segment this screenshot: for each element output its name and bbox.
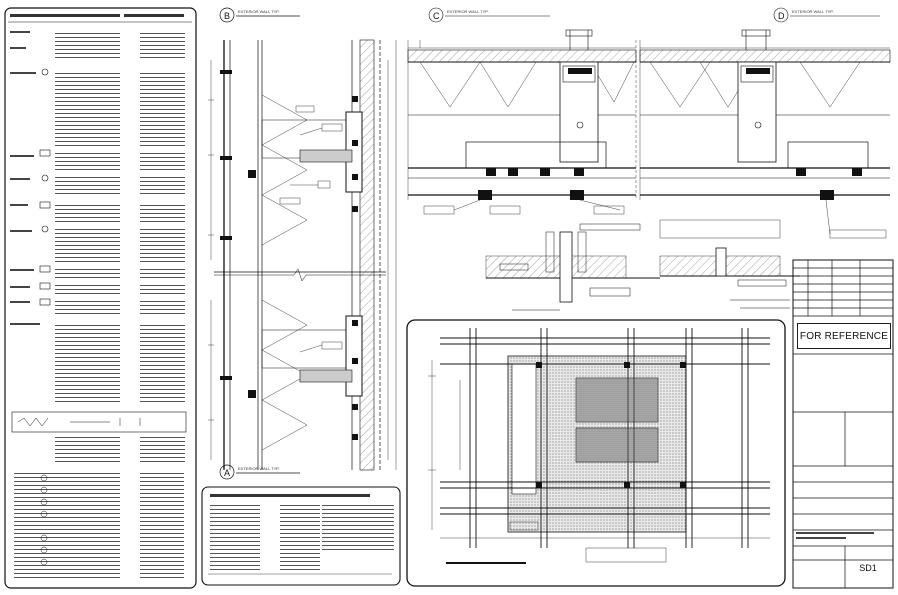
detail-c-plan: C EXTERIOR WALL TYP. [407, 7, 637, 215]
for-reference-stamp: FOR REFERENCE [797, 323, 891, 349]
detail-b-title: EXTERIOR WALL TYP. [238, 9, 280, 14]
detail-c-marker [428, 7, 444, 23]
svg-text:A: A [224, 468, 230, 478]
panel-elevation [406, 319, 786, 587]
detail-b-section: B EXTERIOR WALL TYP. [208, 7, 397, 471]
detail-d-plan: D EXTERIOR WALL TYP. [639, 7, 891, 239]
detail-a-marker [219, 464, 235, 480]
detail-b-marker [219, 7, 235, 23]
detail-d-title: EXTERIOR WALL TYP. [792, 9, 834, 14]
title-block [792, 259, 894, 589]
detail-c-title: EXTERIOR WALL TYP. [447, 9, 489, 14]
detail-a-title: EXTERIOR WALL TYP. [238, 466, 280, 471]
svg-text:C: C [433, 11, 440, 21]
detail-a-marker-group: A EXTERIOR WALL TYP. [219, 464, 300, 480]
detail-d-marker [773, 7, 789, 23]
svg-text:D: D [778, 11, 785, 21]
sub-details [485, 223, 800, 311]
sheet-number: SD1 [859, 563, 877, 573]
general-notes-panel [4, 7, 197, 589]
detail-notes-box [201, 486, 401, 586]
svg-text:B: B [224, 11, 230, 21]
